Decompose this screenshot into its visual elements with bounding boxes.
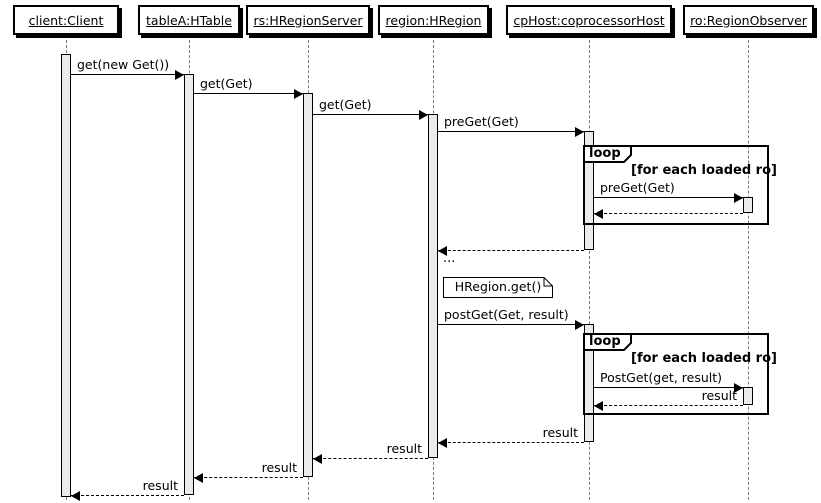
arrowhead-icon — [734, 193, 743, 203]
participant-region: region:HRegion — [378, 5, 489, 35]
arrowhead-icon — [194, 473, 203, 483]
message-line — [594, 387, 743, 388]
message-line — [594, 405, 743, 406]
arrowhead-icon — [594, 401, 603, 411]
note-hregion-get: HRegion.get() — [443, 277, 553, 298]
participant-cpHost: cpHost:coprocessorHost — [506, 5, 672, 35]
message-label: get(Get) — [200, 76, 253, 91]
message-label: PostGet(get, result) — [600, 370, 723, 385]
loop-frame: loop [for each loaded ro] — [583, 333, 777, 415]
message-line — [194, 93, 303, 94]
lifeline-ro — [748, 35, 749, 500]
activation-bar-client — [61, 54, 71, 497]
message-line — [438, 131, 584, 132]
participant-client: client:Client — [13, 5, 119, 35]
arrowhead-icon — [419, 110, 428, 120]
message-label: result — [142, 478, 178, 493]
arrowhead-icon — [438, 246, 447, 256]
arrowhead-icon — [175, 70, 184, 80]
message-label: preGet(Get) — [600, 180, 675, 195]
activation-bar-region — [428, 114, 438, 458]
message-line — [438, 324, 584, 325]
message-line — [313, 114, 428, 115]
arrowhead-icon — [594, 209, 603, 219]
loop-label: loop — [589, 146, 621, 161]
participant-label: client:Client — [28, 12, 104, 28]
message-line — [438, 442, 584, 443]
participant-label: rs:HRegionServer — [253, 12, 363, 28]
participant-label: tableA:HTable — [146, 12, 232, 28]
message-label: result — [386, 441, 422, 456]
message-label: result — [261, 460, 297, 475]
lifeline-cpHost — [589, 35, 590, 500]
loop-label: loop — [589, 334, 621, 349]
participant-ro: ro:RegionObserver — [683, 5, 814, 35]
arrowhead-icon — [71, 491, 80, 501]
participant-rs: rs:HRegionServer — [246, 5, 370, 35]
participant-tableA: tableA:HTable — [138, 5, 240, 35]
arrowhead-icon — [294, 89, 303, 99]
loop-tab: loop — [583, 333, 633, 351]
loop-frame: loop [for each loaded ro] — [583, 145, 777, 225]
loop-guard: [for each loaded ro] — [631, 163, 777, 178]
activation-bar-ro — [743, 197, 753, 213]
message-label: result — [542, 425, 578, 440]
message-line — [313, 458, 428, 459]
participant-label: ro:RegionObserver — [690, 12, 807, 28]
message-label: get(new Get()) — [77, 57, 170, 72]
note-text: HRegion.get() — [454, 279, 542, 294]
arrowhead-icon — [313, 454, 322, 464]
activation-bar-rs — [303, 93, 313, 477]
activation-bar-tableA — [184, 74, 194, 495]
message-line — [438, 250, 584, 251]
message-label: preGet(Get) — [444, 114, 519, 129]
message-label: postGet(Get, result) — [444, 307, 569, 322]
activation-bar-ro — [743, 387, 753, 405]
message-line — [594, 197, 743, 198]
message-line — [71, 495, 184, 496]
loop-guard: [for each loaded ro] — [631, 351, 777, 366]
arrowhead-icon — [575, 320, 584, 330]
arrowhead-icon — [575, 127, 584, 137]
message-label: get(Get) — [319, 97, 372, 112]
arrowhead-icon — [438, 438, 447, 448]
loop-tab: loop — [583, 145, 633, 163]
message-label: result — [701, 388, 737, 403]
message-line — [594, 213, 743, 214]
message-line — [71, 74, 184, 75]
arrowhead-icon — [734, 383, 743, 393]
participant-label: cpHost:coprocessorHost — [513, 12, 665, 28]
participant-label: region:HRegion — [385, 12, 482, 28]
message-line — [194, 477, 303, 478]
